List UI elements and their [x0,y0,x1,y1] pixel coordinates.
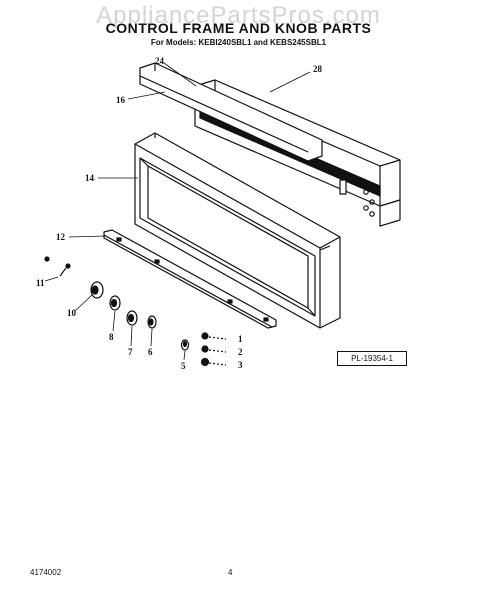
callout-24: 24 [155,56,165,66]
callout-labels: 24 28 16 14 12 11 10 8 7 6 5 1 2 3 [36,56,323,371]
part-10-knob [90,281,104,299]
document-code: 4174002 [30,568,62,577]
part-14-control-frame [134,132,341,329]
diagram-title: CONTROL FRAME AND KNOB PARTS [105,20,372,36]
callout-14: 14 [85,173,95,183]
part-8-knob [109,295,121,311]
callout-11: 11 [36,278,45,288]
callout-1: 1 [238,334,243,344]
leader-lines [44,62,311,361]
part-3-button [200,357,227,367]
callout-10: 10 [67,308,77,318]
part-5-button [180,339,190,351]
part-11-pins [44,256,71,277]
diagram-subtitle: For Models: KEBI240SBL1 and KEBS245SBL1 [150,38,327,47]
callout-3: 3 [238,360,243,370]
part-1-button [201,332,227,340]
callout-28: 28 [313,64,323,74]
callout-12: 12 [56,232,66,242]
part-12-lower-strip [103,229,277,329]
page-number: 4 [228,568,233,577]
callout-8: 8 [109,332,114,342]
callout-6: 6 [148,347,153,357]
part-2-button [201,345,227,353]
callout-16: 16 [116,95,126,105]
part-24-trim-strip [139,62,323,162]
callout-5: 5 [181,361,186,371]
plate-number-box: PL-19354-1 [337,351,407,366]
callout-7: 7 [128,347,133,357]
part-6-knob [147,315,157,329]
callout-2: 2 [238,347,243,357]
watermark: AppliancePartsPros.com [96,2,381,29]
part-7-knob [126,310,138,326]
